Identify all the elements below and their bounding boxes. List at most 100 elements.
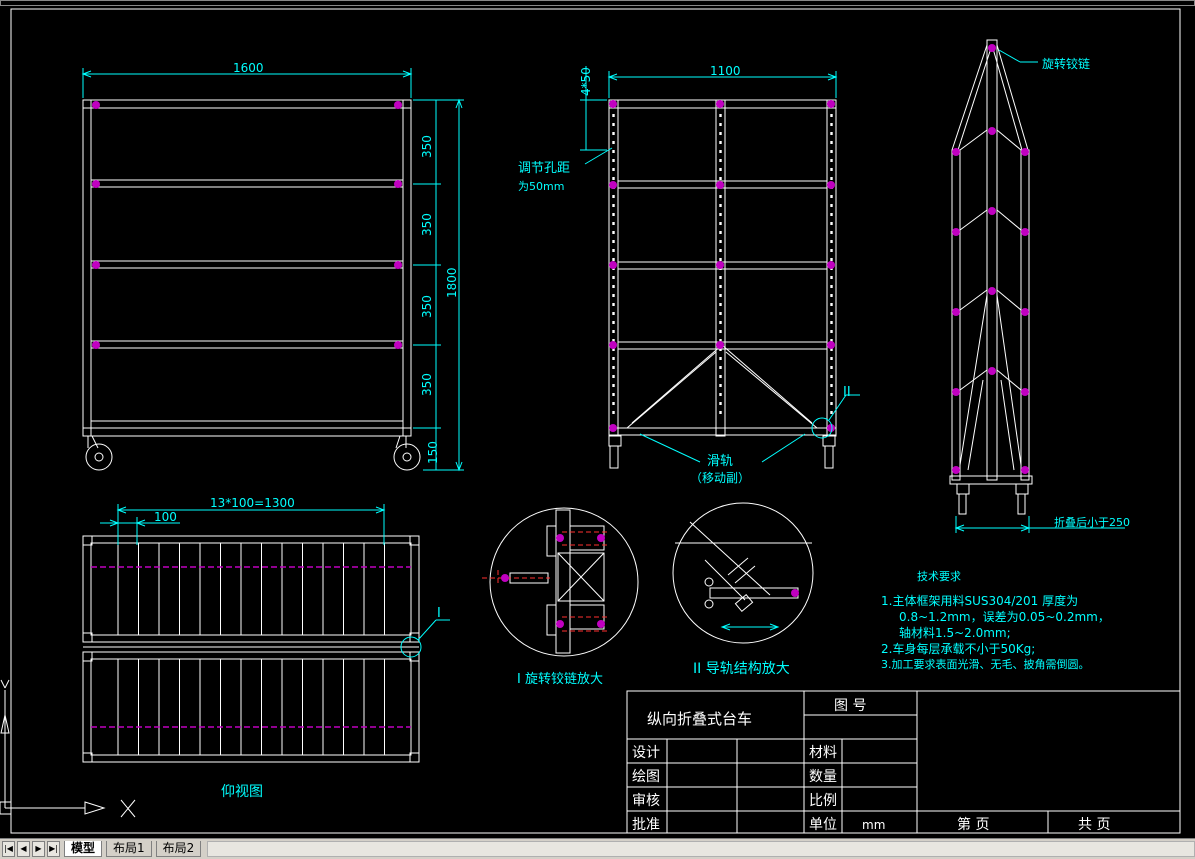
label-material: 材料 <box>809 745 837 761</box>
side-note-line1: 调节孔距 <box>518 161 570 176</box>
adjust-hole <box>830 366 833 369</box>
adjust-hole <box>612 132 615 135</box>
adjust-hole <box>830 159 833 162</box>
tech-title: 技术要求 <box>917 570 961 583</box>
adjust-hole <box>830 177 833 180</box>
adjust-hole <box>719 204 722 207</box>
cad-drawing: 1600 1800 350 350 350 350 150 <box>0 0 1195 834</box>
adjust-hole <box>719 249 722 252</box>
folded-texts: 旋转铰链 折叠后小于250 <box>1042 56 1130 529</box>
adjust-hole <box>719 330 722 333</box>
bottom-texts: 13*100=1300 100 I 仰视图 <box>154 496 441 800</box>
cad-drawing-canvas[interactable]: 1600 1800 350 350 350 350 150 <box>0 0 1195 838</box>
front-dim-shelf-1: 350 <box>420 135 434 158</box>
adjust-hole <box>830 168 833 171</box>
adjust-hole <box>612 411 615 414</box>
detail-1-title: I 旋转铰链放大 <box>517 672 603 687</box>
front-dim-wheel: 150 <box>426 441 440 464</box>
label-scale: 比例 <box>809 793 837 809</box>
bottom-hidden-lines <box>91 566 411 728</box>
tech-requirements: 技术要求 1.主体框架用料SUS304/201 厚度为 0.8~1.2mm，误差… <box>881 570 1110 671</box>
adjust-hole <box>612 276 615 279</box>
drawing-no-label: 图 号 <box>834 698 866 714</box>
adjust-hole <box>830 258 833 261</box>
bottom-dim-pitch: 100 <box>154 510 177 524</box>
adjust-hole <box>612 402 615 405</box>
adjust-hole <box>612 312 615 315</box>
front-dim-texts: 1600 1800 350 350 350 350 150 <box>233 61 459 464</box>
front-dim-shelf-4: 350 <box>420 373 434 396</box>
ucs-icon <box>0 679 136 818</box>
adjust-hole <box>830 240 833 243</box>
adjust-hole <box>719 294 722 297</box>
adjust-hole <box>612 303 615 306</box>
adjust-hole <box>830 204 833 207</box>
next-tab-button[interactable]: ▶ <box>32 841 45 857</box>
title-block-texts: 纵向折叠式台车 图 号 设计 绘图 审核 批准 材料 数量 比例 单位 mm 第… <box>632 698 1110 833</box>
first-tab-button[interactable]: |◀ <box>2 841 15 857</box>
folded-dimensions <box>954 49 1125 533</box>
front-dim-width: 1600 <box>233 61 264 75</box>
adjust-hole <box>830 249 833 252</box>
adjust-hole <box>719 321 722 324</box>
adjust-hole <box>830 114 833 117</box>
adjust-hole <box>830 195 833 198</box>
title-block <box>626 690 1181 834</box>
adjust-hole <box>830 375 833 378</box>
adjust-hole <box>719 384 722 387</box>
adjust-hole <box>830 312 833 315</box>
adjust-hole <box>830 402 833 405</box>
label-unit: 单位 <box>809 817 837 833</box>
bottom-view <box>82 535 420 763</box>
adjust-hole <box>612 213 615 216</box>
adjust-hole <box>612 222 615 225</box>
adjust-hole <box>719 366 722 369</box>
adjust-hole <box>719 348 722 351</box>
horizontal-scrollbar[interactable] <box>207 841 1195 857</box>
adjust-hole <box>612 339 615 342</box>
folded-view <box>949 39 1033 515</box>
tab-layout1[interactable]: 布局1 <box>106 841 152 857</box>
side-texts: 1100 4*50 调节孔距 为50mm 滑轨 （移动副） II <box>518 64 851 485</box>
tech-line2: 0.8~1.2mm，误差为0.05~0.2mm， <box>899 610 1110 624</box>
adjust-hole <box>719 123 722 126</box>
adjust-hole <box>830 339 833 342</box>
adjust-hole <box>719 168 722 171</box>
folded-hinge-label: 旋转铰链 <box>1042 56 1090 71</box>
drawing-name: 纵向折叠式台车 <box>647 710 752 728</box>
label-approve: 批准 <box>632 817 660 833</box>
side-note-line2: 为50mm <box>518 180 564 193</box>
adjust-hole <box>719 240 722 243</box>
last-tab-button[interactable]: ▶| <box>47 841 60 857</box>
top-strip <box>0 0 1195 6</box>
adjust-hole <box>830 213 833 216</box>
adjust-hole <box>719 213 722 216</box>
side-rail-sub: （移动副） <box>690 471 750 485</box>
label-sheet: 第 页 <box>957 816 989 833</box>
bottom-detail-ref: I <box>437 606 441 621</box>
side-view <box>608 99 837 469</box>
adjust-hole <box>612 204 615 207</box>
adjust-hole <box>612 159 615 162</box>
adjust-hole <box>612 258 615 261</box>
folded-hinges <box>952 44 1029 474</box>
adjust-hole <box>612 321 615 324</box>
adjust-hole <box>612 285 615 288</box>
tab-model[interactable]: 模型 <box>64 841 103 857</box>
prev-tab-button[interactable]: ◀ <box>17 841 30 857</box>
adjust-hole <box>719 177 722 180</box>
tab-layout2[interactable]: 布局2 <box>155 841 202 857</box>
adjust-hole <box>830 303 833 306</box>
adjust-hole <box>719 312 722 315</box>
adjust-hole <box>612 393 615 396</box>
adjust-hole <box>719 132 722 135</box>
adjust-hole <box>830 384 833 387</box>
adjust-hole <box>612 294 615 297</box>
adjust-hole <box>719 114 722 117</box>
adjust-hole <box>719 195 722 198</box>
adjust-hole <box>830 132 833 135</box>
adjust-hole <box>719 375 722 378</box>
bottom-dim-total: 13*100=1300 <box>210 496 295 510</box>
adjust-hole <box>719 402 722 405</box>
adjust-hole <box>830 294 833 297</box>
